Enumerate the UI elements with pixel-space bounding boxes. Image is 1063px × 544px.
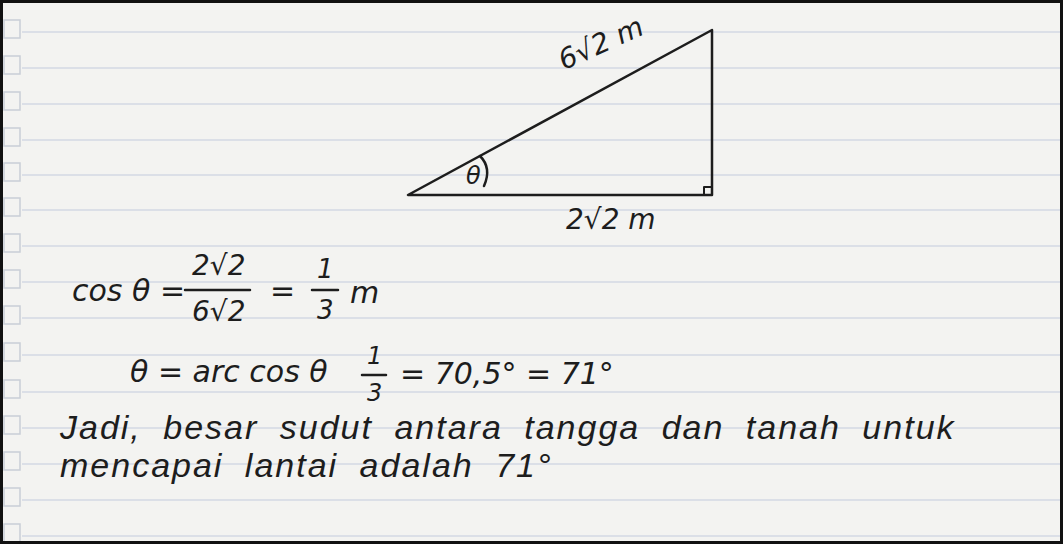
fraction-numerator: 1 <box>317 256 334 282</box>
ruled-lines <box>22 32 1063 536</box>
fraction-bar <box>362 374 386 377</box>
fraction-bar <box>185 289 250 292</box>
fraction-denominator: 3 <box>367 381 382 405</box>
equation-term: θ = arc cos θ <box>130 357 328 387</box>
equals-sign: = <box>270 276 295 306</box>
unit: m <box>350 278 379 308</box>
angle-symbol: θ <box>466 164 481 188</box>
base-length: 2√2 m <box>566 206 656 234</box>
angle-arc <box>480 156 487 186</box>
margin-tabs <box>4 20 20 542</box>
fraction-numerator: 2√2 <box>192 252 245 280</box>
fraction-denominator: 3 <box>317 297 334 323</box>
equation-term: cos θ = <box>72 276 185 306</box>
fraction-bar <box>312 289 338 292</box>
equation-result: = 70,5° = 71° <box>400 359 614 389</box>
fraction-numerator: 1 <box>367 344 382 368</box>
conclusion-note: Jadi, besar sudut antara tangga dan tana… <box>60 408 960 484</box>
right-angle-mark <box>704 187 712 195</box>
fraction-denominator: 6√2 <box>192 298 245 326</box>
